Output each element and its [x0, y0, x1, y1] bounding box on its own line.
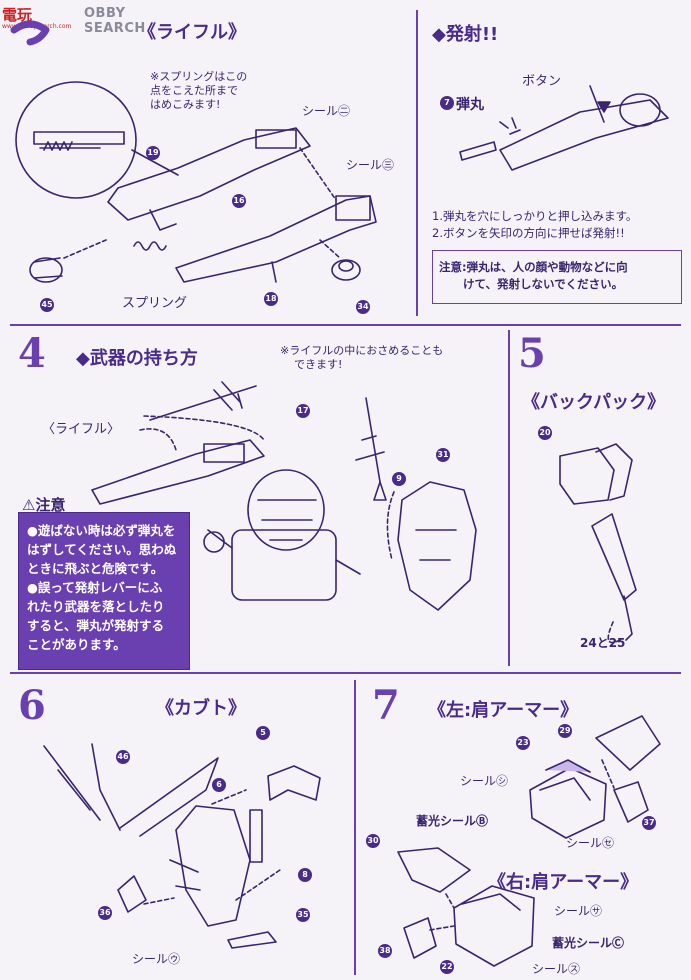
divider-row2	[10, 672, 681, 674]
divider-row1	[10, 324, 681, 326]
step7-seal-c: 蓄光シールⒸ	[552, 936, 625, 950]
part-number-badge: 22	[440, 960, 454, 974]
part-number-badge: 18	[264, 292, 278, 306]
part-number-badge: 45	[40, 298, 54, 312]
step5-section: 5 《バックパック》 20 24と25	[510, 326, 691, 672]
part-number-badge: 17	[296, 404, 310, 418]
part-number-badge: 46	[116, 750, 130, 764]
step7-title-left: 《左:肩アーマー》	[428, 700, 579, 721]
part-number-badge: 30	[366, 834, 380, 848]
part-number-badge: 29	[558, 724, 572, 738]
step4-warning-panel: ●遊ばない時は必ず弾丸を はずしてください。思わぬ ときに飛ぶと危険です。 ●誤…	[18, 512, 190, 670]
part-number-badge: 23	[516, 736, 530, 750]
divider-top-vertical	[416, 10, 418, 316]
step6-section: 6 《カブト》 46 6 5 8 36 35 シール㋒	[0, 674, 354, 980]
step3-section: 《ライフル》 ※スプリングはこの 点をこえた所まで はめこみます! シール㊁ シ…	[0, 0, 416, 324]
part-number-badge: 7	[440, 96, 454, 110]
part-number-badge: 5	[256, 726, 270, 740]
step4-title: ◆武器の持ち方	[76, 348, 198, 369]
step4-note: ※ライフルの中におさめることも できます!	[280, 344, 444, 371]
step7-seal-shi: シール㋛	[460, 774, 509, 788]
watermark-logo: 電玩	[2, 6, 33, 24]
fire-bullet-label: 弾丸	[456, 97, 484, 113]
fire-button-label: ボタン	[522, 74, 562, 89]
part-number-badge: 19	[146, 146, 160, 160]
step7-seal-se: シール㋝	[566, 836, 615, 850]
step7-seal-sa: シール㋚	[554, 904, 603, 918]
step5-number: 5	[518, 330, 546, 377]
step4-number: 4	[18, 330, 46, 377]
part-number-badge: 37	[642, 816, 656, 830]
part-number-badge: 20	[538, 426, 552, 440]
step6-title: 《カブト》	[156, 698, 246, 719]
watermark-search: OBBY SEARCH	[84, 6, 146, 36]
step6-seal: シール㋒	[132, 952, 181, 966]
step5-title: 《バックパック》	[522, 392, 666, 413]
step7-title-right: 《右:肩アーマー》	[488, 872, 639, 893]
step7-number: 7	[372, 682, 400, 729]
part-number-badge: 6	[212, 778, 226, 792]
part-number-badge: 38	[378, 944, 392, 958]
step4-warning-head: ⚠注意	[22, 496, 66, 514]
fire-warning-text: 注意:弾丸は、人の顔や動物などに向 けて、発射しないでください。	[439, 260, 628, 291]
step3-title: 《ライフル》	[138, 22, 246, 43]
step3-seal-right: シール㊂	[346, 158, 395, 172]
part-number-badge: 9	[392, 472, 406, 486]
part-number-badge: 35	[296, 908, 310, 922]
fire-title: ◆発射!!	[432, 24, 499, 45]
fire-section: ◆発射!! ボタン 7 弾丸 1.弾丸を穴にしっかりと押し込みます。 2.ボタン…	[418, 0, 691, 324]
step3-seal-top: シール㊁	[302, 104, 351, 118]
fire-warning-box: 注意:弾丸は、人の顔や動物などに向 けて、発射しないでください。	[432, 250, 682, 304]
step4-section: 4 ◆武器の持ち方 ※ライフルの中におさめることも できます! 〈ライフル〉 1…	[0, 326, 508, 672]
step7-section: 7 《左:肩アーマー》 29 23 シール㋛ 蓄光シールⒷ シール㋝ 37 30…	[356, 674, 691, 980]
step7-seal-b: 蓄光シールⒷ	[416, 814, 489, 828]
part-number-badge: 36	[98, 906, 112, 920]
part-number-badge: 31	[436, 448, 450, 462]
step4-rifle-label: 〈ライフル〉	[42, 422, 121, 437]
step6-number: 6	[18, 682, 46, 729]
part-number-badge: 16	[232, 194, 246, 208]
step3-note: ※スプリングはこの 点をこえた所まで はめこみます!	[150, 70, 248, 111]
step7-seal-su: シール㋜	[532, 962, 581, 976]
divider-bottom-vertical	[354, 680, 356, 975]
divider-mid-vertical	[508, 330, 510, 666]
part-number-badge: 8	[298, 868, 312, 882]
step4-warning-text: ●遊ばない時は必ず弾丸を はずしてください。思わぬ ときに飛ぶと危険です。 ●誤…	[27, 523, 177, 652]
step5-label-bottom: 24と25	[580, 636, 626, 650]
step3-spring-label: スプリング	[122, 296, 188, 311]
fire-instructions: 1.弾丸を穴にしっかりと押し込みます。 2.ボタンを矢印の方向に押せば発射!!	[432, 209, 638, 240]
part-number-badge: 34	[356, 300, 370, 314]
